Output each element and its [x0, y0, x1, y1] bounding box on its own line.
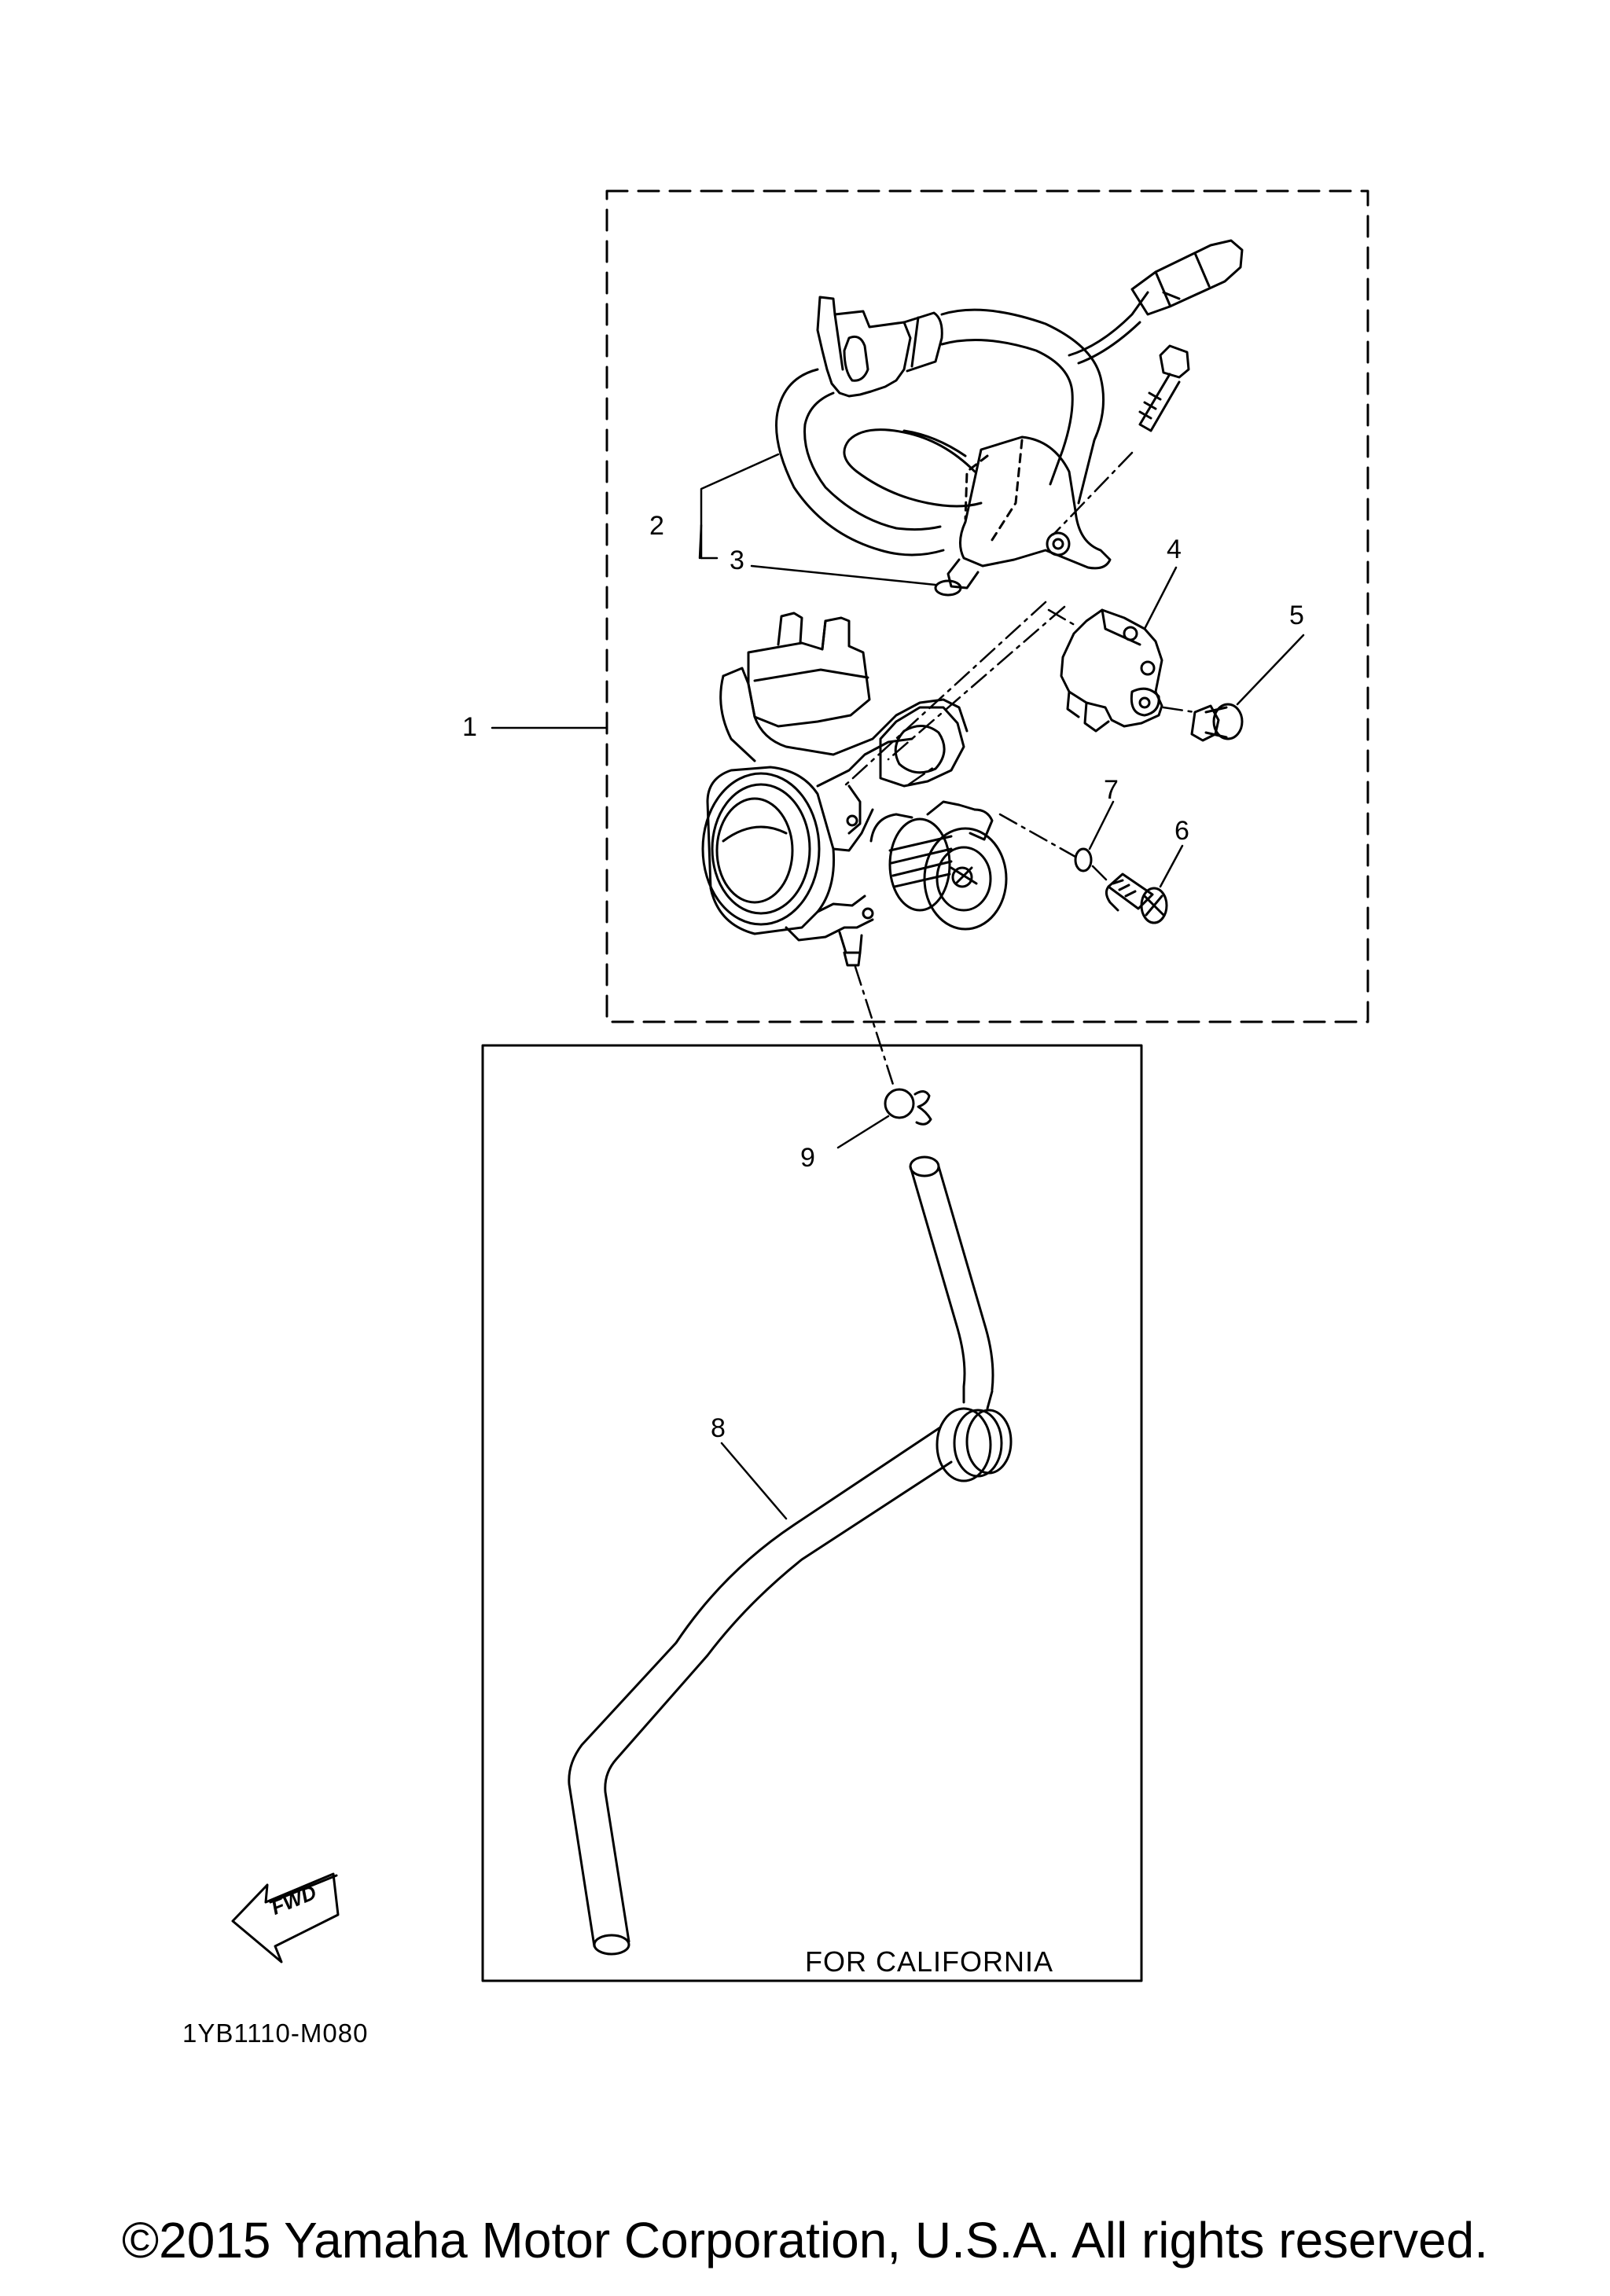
callout-8: 8	[711, 1413, 726, 1443]
region-note: FOR CALIFORNIA	[805, 1945, 1054, 1978]
o-ring-part-3	[934, 579, 962, 597]
bolt-part-5	[1190, 703, 1244, 742]
bracket-part-4	[1060, 608, 1163, 733]
callout-3: 3	[730, 546, 744, 575]
callout-5: 5	[1289, 601, 1304, 630]
callout-4: 4	[1167, 535, 1182, 564]
fwd-arrow-icon	[231, 1872, 340, 1964]
screw-part-6	[1105, 872, 1168, 924]
sensor-bolt	[1138, 344, 1190, 432]
callout-7: 7	[1104, 775, 1119, 805]
clip-part-9	[884, 1088, 932, 1126]
sensor-harness	[775, 239, 1244, 597]
hose-part-8	[568, 1155, 1013, 1956]
callout-2: 2	[649, 511, 664, 541]
callout-6: 6	[1174, 816, 1189, 846]
copyright-notice: ©2015 Yamaha Motor Corporation, U.S.A. A…	[121, 2212, 1489, 2268]
o-ring-part-7	[1074, 847, 1093, 872]
leader-lines	[491, 453, 1305, 1520]
callout-9: 9	[800, 1143, 815, 1173]
assembly-axes	[843, 451, 1196, 1091]
california-box	[481, 1044, 1143, 1982]
throttle-body	[701, 612, 1008, 967]
drawing-code: 1YB1110-M080	[182, 2019, 369, 2048]
assembly-dashed-box	[605, 189, 1369, 1023]
callout-1: 1	[462, 712, 477, 742]
